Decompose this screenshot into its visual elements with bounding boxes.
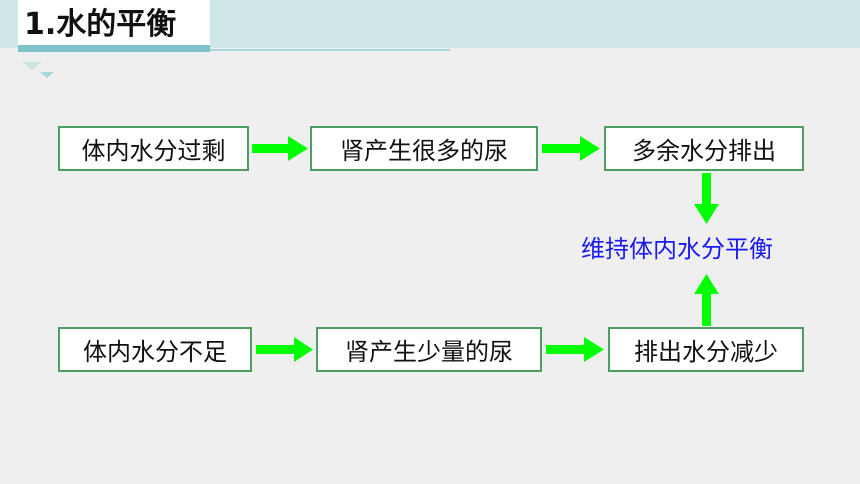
corner-triangle-white: [18, 34, 34, 44]
arrow-right-icon: [542, 136, 600, 161]
title-accent-bar: [18, 45, 210, 52]
arrow-right-icon: [256, 337, 313, 362]
box-insufficient-water: 体内水分不足: [58, 327, 252, 372]
arrow-right-icon: [546, 337, 604, 362]
page-title: 1.水的平衡: [24, 7, 177, 42]
box-excess-water-excreted: 多余水分排出: [604, 126, 804, 171]
title-underline: [210, 49, 450, 51]
box-less-water-excreted: 排出水分减少: [608, 327, 804, 372]
arrow-right-icon: [252, 136, 308, 161]
arrow-down-icon: [694, 173, 719, 224]
box-kidney-much-urine: 肾产生很多的尿: [310, 126, 538, 171]
corner-triangle-small: [40, 72, 54, 78]
title-tab: [18, 0, 210, 48]
water-balance-label: 维持体内水分平衡: [581, 234, 773, 263]
corner-decoration: [18, 34, 54, 78]
arrow-up-icon: [694, 274, 719, 326]
box-excess-water: 体内水分过剩: [58, 126, 249, 171]
corner-triangle-light: [22, 62, 42, 70]
box-kidney-little-urine: 肾产生少量的尿: [316, 327, 542, 372]
